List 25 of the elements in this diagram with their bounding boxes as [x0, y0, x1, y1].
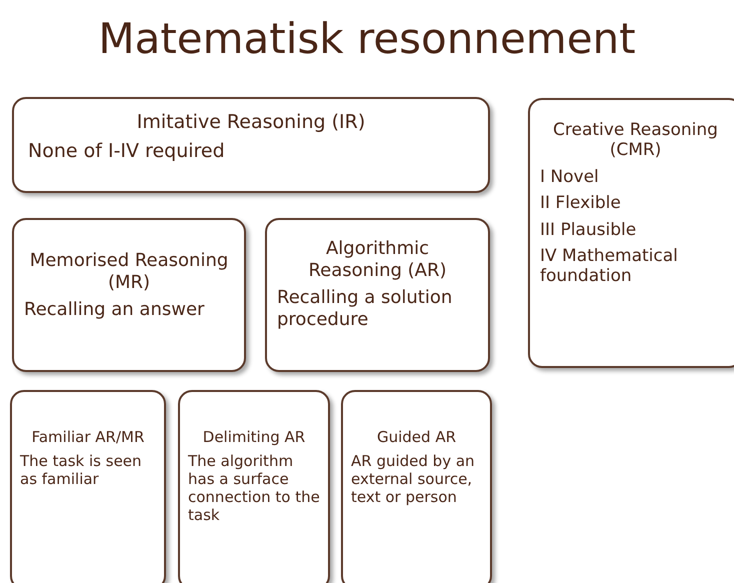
box-heading: Guided AR	[376, 428, 458, 446]
reasoning-box	[341, 390, 492, 583]
box-text: IV Mathematical foundation	[540, 246, 679, 287]
box-text: I Novel	[540, 166, 600, 188]
reasoning-box	[10, 390, 166, 583]
box-text: Recalling an answer	[24, 299, 206, 321]
box-text: The algorithm has a surface connection to the task	[188, 452, 320, 524]
box-text: III Plausible	[540, 220, 638, 240]
box-text: None of I-IV required	[28, 140, 226, 163]
box-heading: Delimiting AR	[202, 428, 306, 446]
reasoning-box	[12, 218, 246, 372]
box-heading: Memorised Reasoning (MR)	[28, 250, 230, 294]
reasoning-box	[528, 98, 734, 368]
box-text: AR guided by an external source, text or person	[351, 452, 476, 506]
reasoning-box	[265, 218, 490, 372]
title: Matematisk resonnement	[97, 14, 637, 63]
box-heading: Creative Reasoning (CMR)	[552, 120, 719, 161]
box-text: The task is seen as familiar	[20, 452, 143, 488]
box-heading: Imitative Reasoning (IR)	[136, 111, 366, 134]
reasoning-box	[178, 390, 330, 583]
box-text: II Flexible	[540, 193, 622, 214]
reasoning-box	[12, 97, 490, 193]
box-heading: Algorithmic Reasoning (AR)	[307, 238, 448, 282]
box-heading: Familiar AR/MR	[30, 428, 146, 446]
box-text: Recalling a solution procedure	[277, 287, 454, 330]
